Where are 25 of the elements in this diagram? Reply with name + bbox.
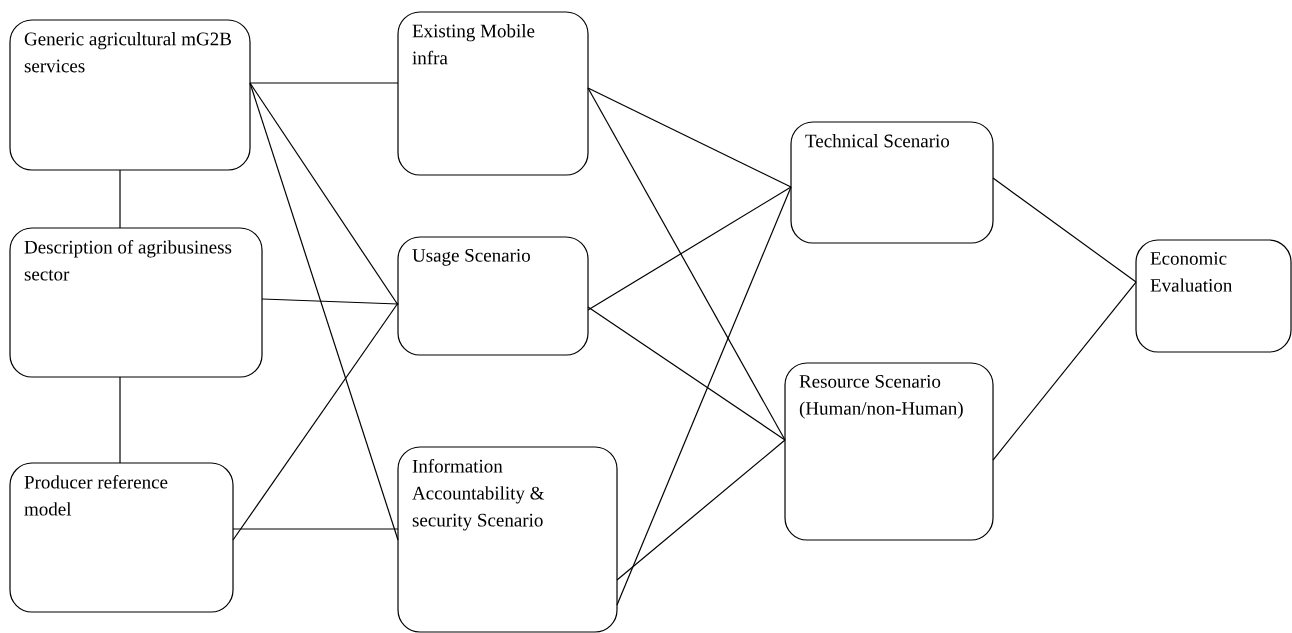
connector-line: [232, 302, 399, 541]
connector-line: [249, 82, 399, 306]
process-box: Information Accountability & security Scenario: [397, 446, 618, 633]
process-box: Generic agricultural mG2B services: [9, 19, 251, 171]
connector-line: [616, 439, 786, 581]
process-box: Usage Scenario: [397, 236, 589, 356]
connector-line: [249, 82, 399, 84]
connector-line: [992, 281, 1137, 461]
connector-line: [587, 87, 792, 188]
process-box: Producer reference model: [9, 462, 234, 613]
connector-line: [119, 376, 121, 464]
connector-line: [261, 298, 399, 305]
connector-line: [249, 82, 399, 541]
connector-line: [587, 87, 786, 441]
process-box: Existing Mobile infra: [397, 11, 589, 176]
connector-line: [992, 177, 1137, 283]
process-box: Description of agribusiness sector: [9, 227, 263, 378]
process-box: Technical Scenario: [790, 121, 994, 244]
connector-line: [587, 306, 786, 441]
connector-line: [119, 169, 121, 229]
process-box: Resource Scenario (Human/non-Human): [784, 362, 994, 541]
connector-line: [232, 528, 399, 530]
connector-line: [616, 186, 792, 606]
process-box: Economic Evaluation: [1135, 239, 1292, 353]
connector-line: [587, 186, 792, 311]
